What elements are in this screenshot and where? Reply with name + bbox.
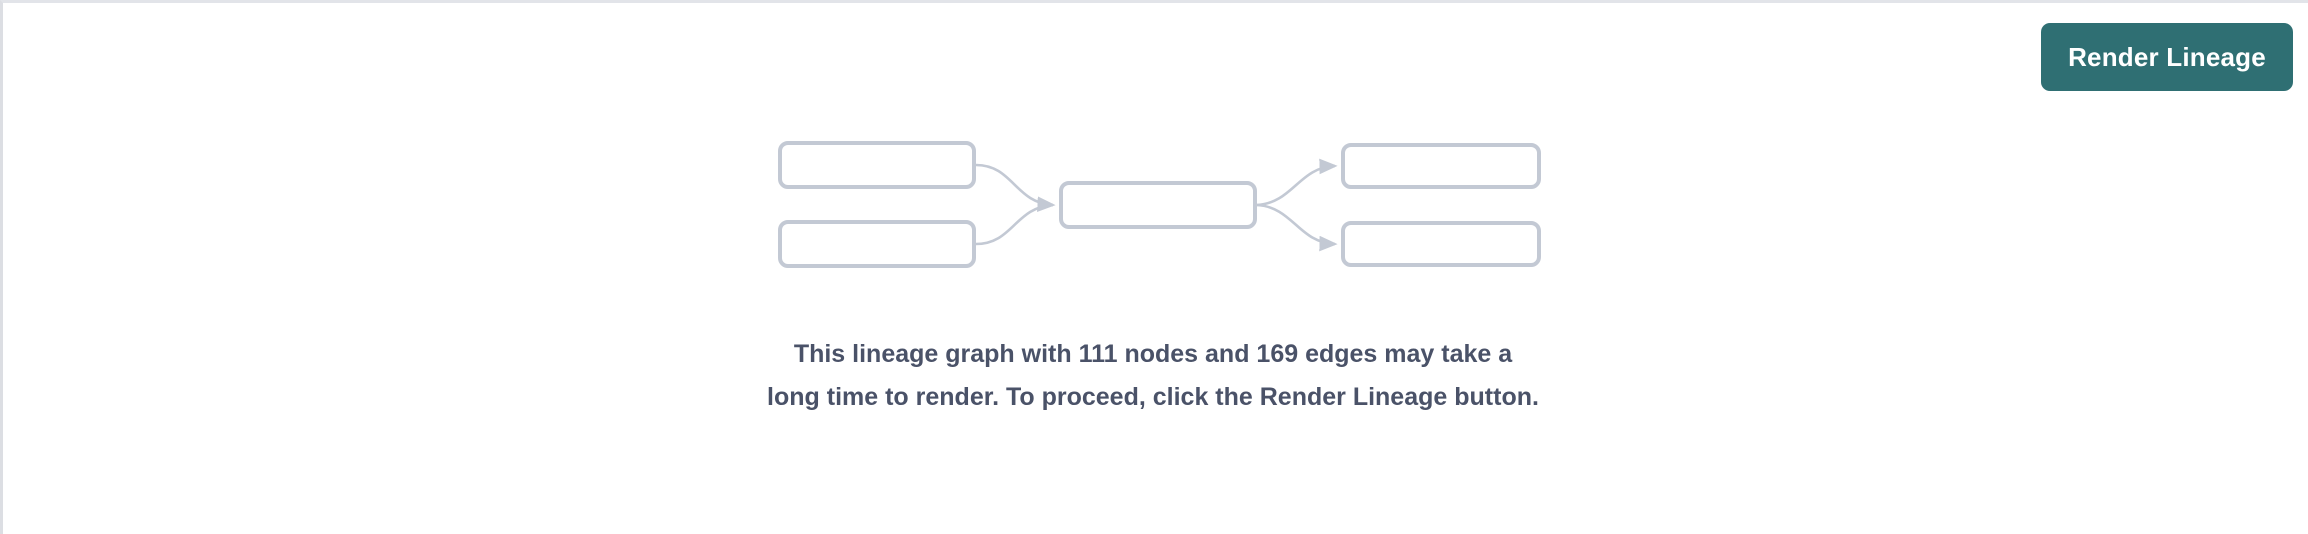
lineage-node-left-1 xyxy=(778,141,976,189)
message-line-2: a long time to render. To proceed, click… xyxy=(767,340,1513,411)
edge-left1-to-center xyxy=(975,163,1056,212)
message-line-1: This lineage graph with 111 nodes and 16… xyxy=(793,340,1492,368)
lineage-edges-svg xyxy=(975,158,1338,252)
lineage-graph-placeholder xyxy=(703,103,1603,303)
edge-center-to-right1 xyxy=(1256,158,1338,207)
lineage-node-center-1 xyxy=(1059,181,1257,229)
edge-left2-to-center xyxy=(975,203,1054,246)
message-line-3: button. xyxy=(1454,383,1539,411)
lineage-warning-message: This lineage graph with 111 nodes and 16… xyxy=(767,333,1539,419)
lineage-node-left-2 xyxy=(778,220,976,268)
lineage-node-right-1 xyxy=(1341,143,1541,189)
render-lineage-button[interactable]: Render Lineage xyxy=(2041,23,2293,91)
edge-center-to-right2 xyxy=(1256,203,1338,252)
lineage-node-right-2 xyxy=(1341,221,1541,267)
